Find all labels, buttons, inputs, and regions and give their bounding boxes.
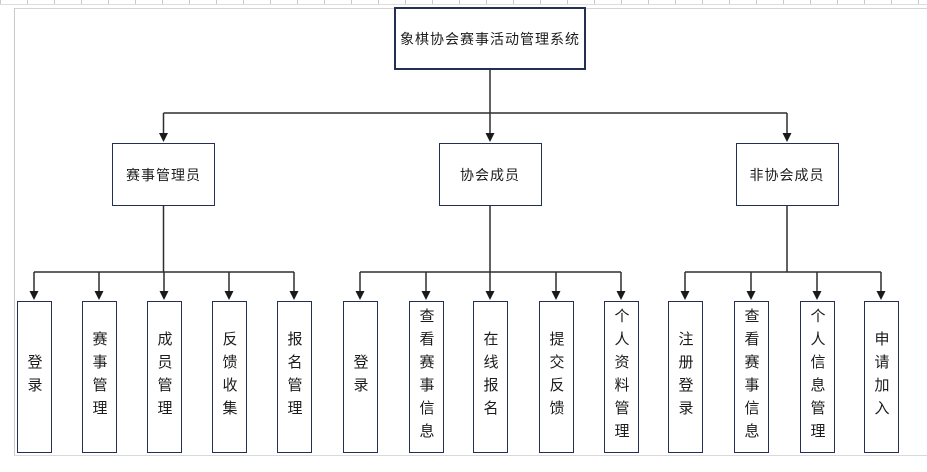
node-leaf-feedback-collection[interactable]: 反馈收集 <box>211 301 247 453</box>
leaf-label: 提交反馈 <box>547 331 565 423</box>
node-leaf-submit-feedback[interactable]: 提交反馈 <box>538 301 574 453</box>
node-leaf-view-event-info-member[interactable]: 查看赛事信息 <box>408 301 444 453</box>
node-leaf-register-login[interactable]: 注册登录 <box>667 301 703 453</box>
node-association-member-label: 协会成员 <box>460 166 520 183</box>
arrowheads <box>29 133 886 300</box>
ruler-ticks <box>0 0 927 4</box>
leaf-label: 在线报名 <box>481 331 499 423</box>
node-leaf-personal-profile-management[interactable]: 个人资料管理 <box>603 301 639 453</box>
node-leaf-view-event-info-nonmember[interactable]: 查看赛事信息 <box>733 301 769 453</box>
leaf-label: 登录 <box>351 354 369 400</box>
node-leaf-login-admin[interactable]: 登录 <box>16 301 52 453</box>
node-leaf-apply-join[interactable]: 申请加入 <box>863 301 899 453</box>
canvas-left-border <box>14 8 15 456</box>
leaf-label: 查看赛事信息 <box>417 308 435 446</box>
leaf-label: 个人资料管理 <box>612 308 630 446</box>
ruler-line <box>0 4 927 5</box>
node-non-association-member-label: 非协会成员 <box>749 166 825 183</box>
node-non-association-member[interactable]: 非协会成员 <box>735 143 839 206</box>
node-leaf-personal-info-management[interactable]: 个人信息管理 <box>799 301 835 453</box>
leaf-label: 个人信息管理 <box>808 308 826 446</box>
node-root[interactable]: 象棋协会赛事活动管理系统 <box>394 7 586 70</box>
node-leaf-login-member[interactable]: 登录 <box>342 301 378 453</box>
node-leaf-registration-management[interactable]: 报名管理 <box>276 301 312 453</box>
leaf-label: 报名管理 <box>285 331 303 423</box>
node-event-admin[interactable]: 赛事管理员 <box>112 143 215 206</box>
leaf-label: 赛事管理 <box>90 331 108 423</box>
leaf-label: 申请加入 <box>872 331 890 423</box>
node-leaf-member-management[interactable]: 成员管理 <box>146 301 182 453</box>
node-event-admin-label: 赛事管理员 <box>126 166 201 183</box>
node-leaf-event-management[interactable]: 赛事管理 <box>81 301 117 453</box>
leaf-label: 注册登录 <box>676 331 694 423</box>
node-leaf-online-registration[interactable]: 在线报名 <box>472 301 508 453</box>
node-association-member[interactable]: 协会成员 <box>438 143 542 206</box>
node-root-label: 象棋协会赛事活动管理系统 <box>400 30 580 47</box>
leaf-label: 成员管理 <box>155 331 173 423</box>
leaf-label: 反馈收集 <box>220 331 238 423</box>
leaf-label: 查看赛事信息 <box>742 308 760 446</box>
canvas-bottom-border <box>14 455 927 456</box>
leaf-label: 登录 <box>25 354 43 400</box>
